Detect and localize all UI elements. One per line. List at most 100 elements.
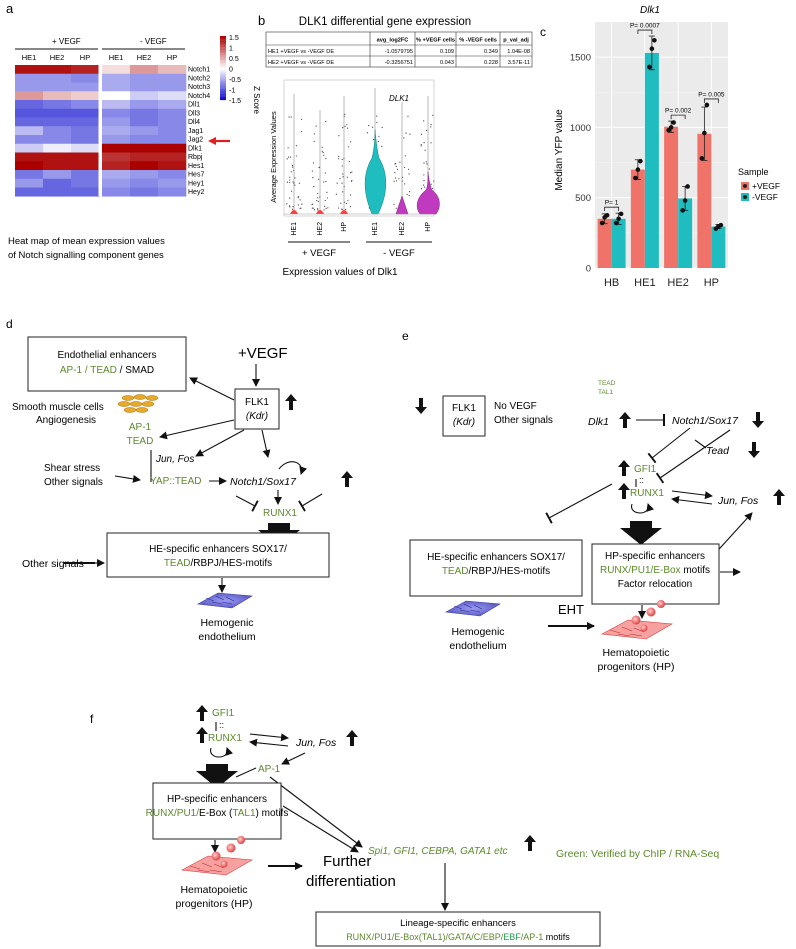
scale-tick-label: -1.5 [229,98,241,105]
enh-tead: TEAD [90,365,117,376]
heatmap-cell [130,135,159,145]
heatmap-cell [15,117,44,127]
violin-point [321,146,323,148]
heatmap-cell [130,161,159,171]
heatmap-gene-label: Rbpj [188,154,203,161]
data-point [699,156,705,161]
notch-self-loop [278,461,308,475]
heatmap-cell [158,91,187,101]
heatmap-cell [71,143,100,153]
violin-point [394,177,397,179]
heatmap-cell [102,126,131,136]
heatmap-cell [130,178,159,188]
violin-point [347,146,350,148]
violin-point [317,192,319,195]
violin-point [368,124,370,127]
y-tick-label: 1500 [570,53,591,64]
lineage-enhancers-box [315,911,601,947]
violin-point [426,129,428,131]
progenitors-label-f: progenitors (HP) [175,898,252,910]
junfos-up-arrow-f-icon [346,730,358,746]
violin-point [423,180,425,182]
heatmap-cell [15,126,44,136]
data-point [638,158,643,164]
violin-point [316,199,318,202]
endothelial-enhancers-motifs: AP-1 / TEAD / SMAD [60,365,154,376]
hp-motif-b-f: E-Box ( [199,808,233,819]
shear-stress-label: Shear stress [44,463,100,474]
violin-point [349,206,351,208]
scale-step [220,79,226,81]
he-tead-e: TEAD [442,566,469,577]
violin-point [406,193,408,196]
violin-point [341,208,343,211]
data-point [635,167,641,172]
violin-point [290,171,292,173]
violin-point [378,135,380,137]
lineage-enhancers-motifs: RUNX/PU1/E-Box(TAL1)/GATA/C/EBP/EBF/AP-1… [346,932,570,942]
gfi1-runx1-colon-e: :: [639,475,644,485]
violin-point [376,121,378,124]
p-value-label: P= 1 [605,200,619,207]
violin-point [311,203,313,206]
hematopoietic-label-f: Hematopoietic [180,884,247,896]
heatmap-group-minus: - VEGF [140,37,167,46]
panel-b-label: b [258,13,265,28]
heatmap-cell [130,108,159,118]
heatmap-gene-label: Dll3 [188,110,200,117]
violin-point [348,161,350,163]
heatmap-cell [130,65,159,75]
enh-smad: / SMAD [117,365,154,376]
scale-step [220,37,226,40]
violin-x-label: HE2 [399,222,406,236]
violin-point [294,177,296,179]
heatmap-gene-label: Hes1 [188,163,204,170]
heatmap-column-label: HP [167,53,177,62]
heatmap-gene-label: Dll1 [188,102,200,109]
no-vegf-label: No VEGF [494,401,537,412]
violin-point [395,207,397,209]
heatmap-gene-label: Notch4 [188,93,210,100]
bar [678,198,693,268]
heatmap-cell [130,170,159,180]
violin-point [395,165,397,167]
he-rest: /RBPJ/HES-motifs [190,558,272,569]
violin-point [291,166,294,168]
heatmap-cell [130,82,159,92]
violin-point [289,181,291,184]
heatmap-cell [43,143,72,153]
hemogenic-label: Hemogenic [200,617,253,629]
violin-x-label: HP [341,222,348,232]
gfi1-label-e: GFI1 [634,464,657,475]
enh-ap1: AP-1 [60,365,83,376]
heatmap-column-label: HE1 [22,53,37,62]
violin-point [345,202,348,204]
heatmap-gene-label: Dll4 [188,119,200,126]
violin-point [405,132,407,134]
heatmap-cell [43,117,72,127]
violin-point [297,204,299,206]
heatmap-cell [130,126,159,136]
arrow-flk1-to-junfos [195,429,245,457]
table-cell: -1.0579795 [385,49,413,55]
violin-point [408,168,410,170]
heatmap-cell [102,65,131,75]
tead-label: TEAD [127,436,154,447]
data-point [618,211,624,217]
violin-point [323,154,325,156]
data-point [613,220,619,226]
lin-ebf: EBF [503,932,521,942]
flk1-box [234,388,280,430]
endothelial-enhancers-box [27,336,187,392]
violin-point [398,178,400,180]
violin-point [341,165,343,167]
violin-point [425,161,427,163]
hp-enhancers-title-f: HP-specific enhancers [167,794,267,805]
table-cell: HE2 +VEGF vs -VEGF DE [268,60,334,66]
heatmap-cell [15,108,44,118]
heatmap-column-label: HE1 [109,53,124,62]
violin-point [381,126,383,129]
table-header-cell: % +VEGF cells [416,38,455,44]
legend-label-minus: -VEGF [752,192,778,202]
violin-point [430,142,432,144]
